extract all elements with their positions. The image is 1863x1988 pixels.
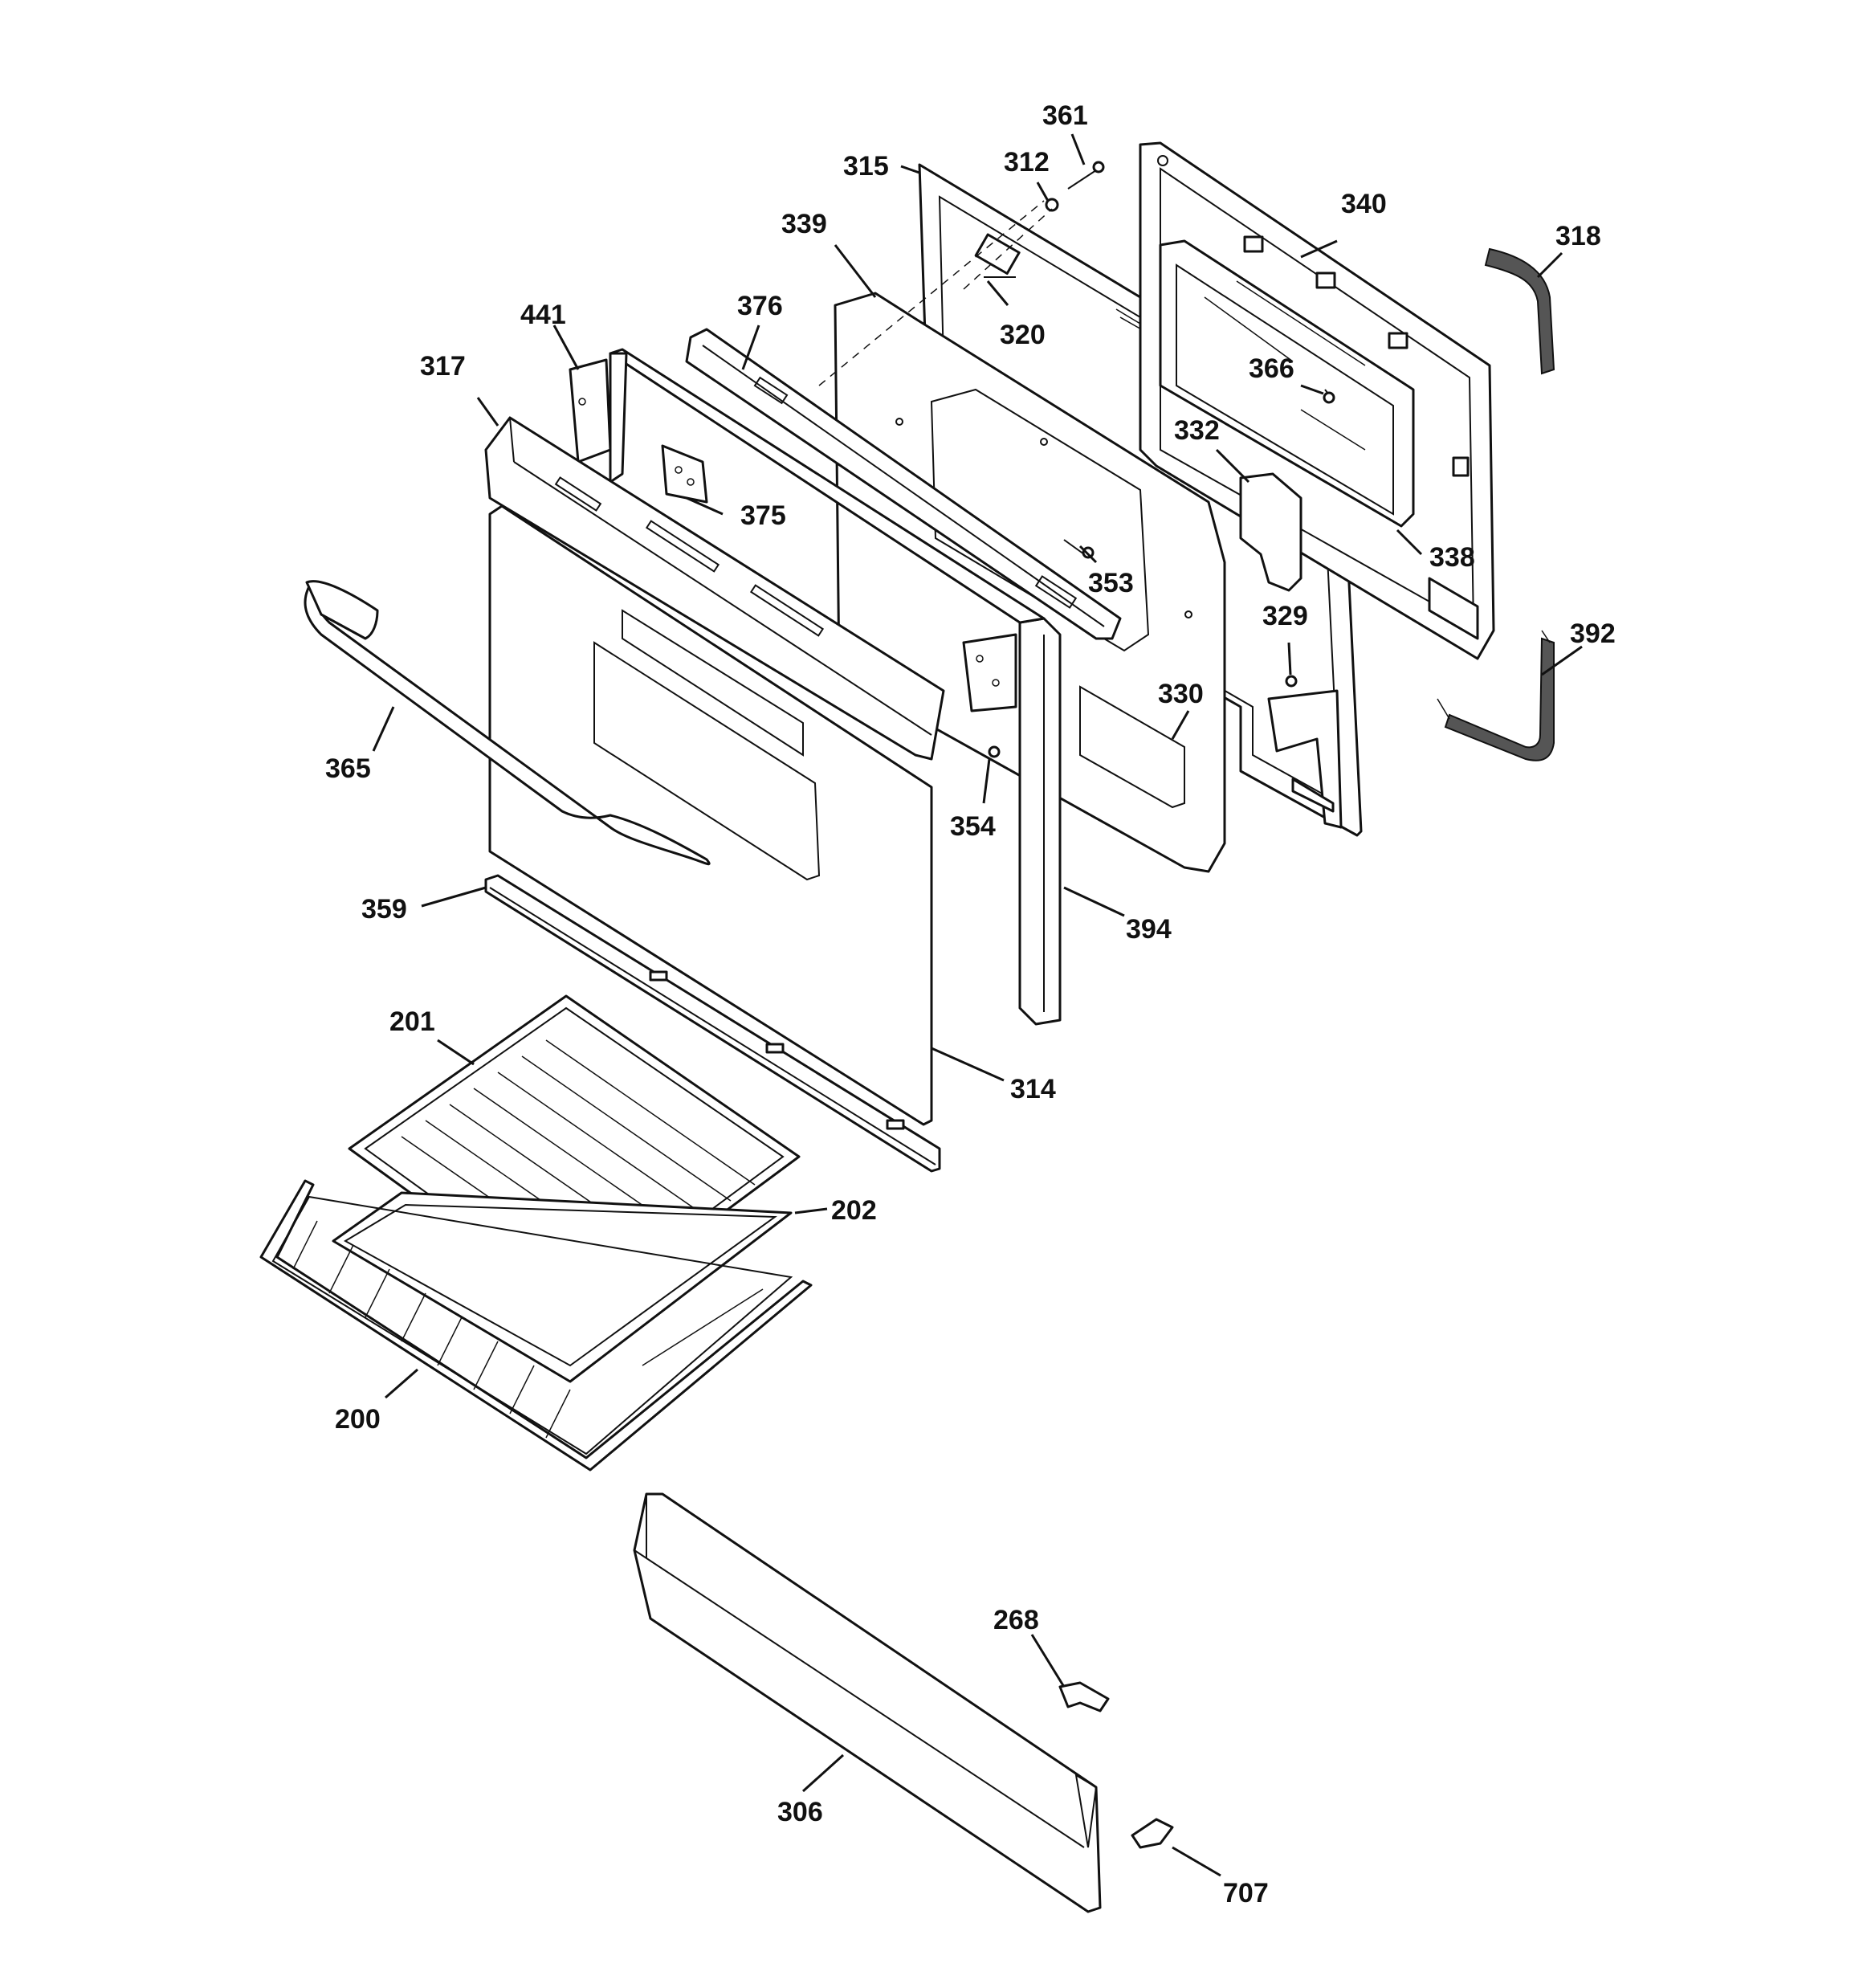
callout-320: 320 — [1000, 320, 1046, 350]
callout-314: 314 — [1010, 1074, 1056, 1104]
callout-315: 315 — [843, 151, 889, 182]
callout-329: 329 — [1262, 601, 1308, 631]
callout-339: 339 — [781, 209, 827, 239]
callout-359: 359 — [361, 894, 407, 925]
callout-318: 318 — [1555, 221, 1601, 251]
assembly-guide-lines — [818, 200, 1053, 386]
door-frame — [569, 352, 1017, 712]
callout-376: 376 — [737, 291, 783, 321]
callout-317: 317 — [420, 351, 466, 382]
side-gasket — [1444, 637, 1555, 761]
callout-200: 200 — [335, 1404, 381, 1435]
door-handle — [304, 585, 711, 866]
drawer-clips — [1058, 1681, 1174, 1849]
callout-labels: 361 312 315 340 318 339 376 320 441 366 … — [325, 100, 1616, 1908]
outer-door-panel — [488, 504, 933, 1126]
callout-332: 332 — [1174, 415, 1220, 446]
callout-268: 268 — [993, 1605, 1039, 1635]
callout-394: 394 — [1126, 914, 1172, 945]
screws — [988, 161, 1335, 758]
callout-365: 365 — [325, 753, 371, 784]
top-vent-trim — [484, 416, 945, 761]
callout-340: 340 — [1341, 189, 1387, 219]
callout-353: 353 — [1088, 568, 1134, 598]
top-channel — [685, 328, 1122, 640]
callout-354: 354 — [950, 811, 996, 842]
oven-rack — [259, 1179, 813, 1472]
drawer-front-panel — [633, 1492, 1102, 1913]
bottom-door-trim — [484, 874, 941, 1173]
callout-330: 330 — [1158, 679, 1204, 709]
callout-306: 306 — [777, 1797, 823, 1827]
leader-lines — [372, 133, 1583, 1877]
callout-366: 366 — [1249, 353, 1294, 384]
callout-201: 201 — [389, 1006, 435, 1037]
callout-361: 361 — [1042, 100, 1088, 131]
callout-338: 338 — [1429, 542, 1475, 573]
callout-202: 202 — [831, 1195, 877, 1226]
hinge-receiver — [1239, 472, 1302, 592]
callout-375: 375 — [740, 500, 786, 531]
callout-707: 707 — [1223, 1878, 1269, 1908]
inner-door-panel — [1139, 141, 1495, 660]
callout-441: 441 — [520, 300, 566, 330]
callout-312: 312 — [1004, 147, 1050, 178]
callout-392: 392 — [1570, 618, 1616, 649]
door-trim — [609, 348, 1062, 1026]
top-gasket — [1484, 247, 1555, 375]
